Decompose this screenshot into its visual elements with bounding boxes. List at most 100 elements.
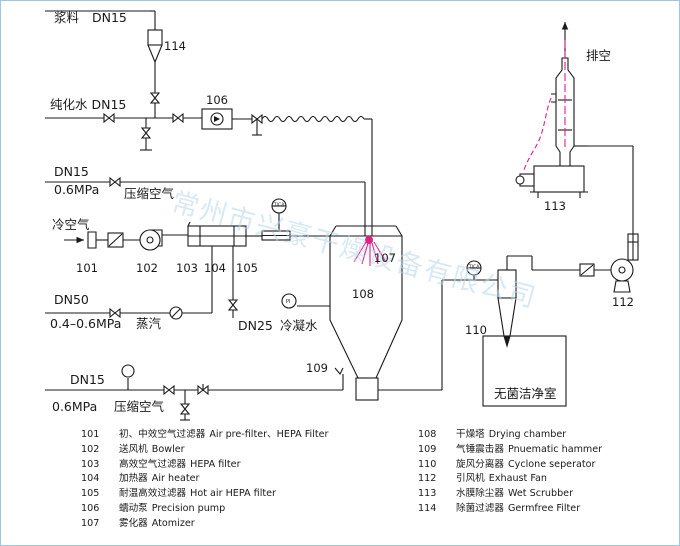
label-clean-room: 无菌洁净室 xyxy=(494,386,557,401)
legend-cn: 水膜除尘器 xyxy=(456,488,504,500)
flex-hose xyxy=(261,115,365,123)
tica-1-text: TICA xyxy=(273,202,285,208)
legend-en: Pnuematic hammer xyxy=(507,443,603,455)
atomizer-107 xyxy=(365,236,373,244)
legend-number: 112 xyxy=(418,473,437,485)
label-mpa-steam: 0.4–0.6MPa xyxy=(50,316,121,331)
tag-112: 112 xyxy=(612,295,634,309)
legend-number: 114 xyxy=(418,502,437,514)
legend-en: Germfree Filter xyxy=(507,502,581,514)
label-dn15-air: DN15 xyxy=(54,164,89,179)
germfree-filter-114 xyxy=(147,29,163,63)
legend-cn: 送风机 xyxy=(119,443,148,455)
tag-102: 102 xyxy=(136,261,158,275)
label-steam: 蒸汽 xyxy=(136,316,162,331)
legend-number: 106 xyxy=(81,502,100,514)
legend-en: Air heater xyxy=(151,473,200,485)
tag-114: 114 xyxy=(164,39,186,53)
legend-en: Hot air HEPA filter xyxy=(190,488,276,500)
legend-en: Cyclone seperator xyxy=(507,458,596,470)
legend-cn: 蠕动泵 xyxy=(119,502,148,514)
legend-en: Bowler xyxy=(151,443,185,455)
pump-inlet-valve xyxy=(172,112,184,124)
legend-cn: 高效空气过滤器 xyxy=(119,458,187,470)
legend-number: 107 xyxy=(81,517,100,529)
drain-valve xyxy=(179,403,191,415)
legend-cn: 初、中效空气过滤器 xyxy=(119,429,206,440)
label-mpa-bottom: 0.6MPa xyxy=(52,399,97,414)
slurry-valve xyxy=(149,92,161,104)
legend-number: 110 xyxy=(418,458,437,470)
drying-chamber-108 xyxy=(329,225,403,401)
label-pure-water: 纯化水 DN15 xyxy=(50,97,126,112)
legend-cn: 耐温高效过滤器 xyxy=(119,488,187,500)
legend-en: Atomizer xyxy=(151,517,195,529)
label-dn15-bottom: DN15 xyxy=(70,372,105,387)
label-slurry: 浆料 xyxy=(54,10,80,25)
label-cold-air: 冷空气 xyxy=(52,217,90,232)
label-compressed-air-1: 压缩空气 xyxy=(124,186,175,201)
hepa-heater-103-104 xyxy=(187,221,247,247)
legend-cn: 引风机 xyxy=(456,473,485,485)
legend-number: 113 xyxy=(418,488,437,500)
legend-cn: 干燥塔 xyxy=(456,429,485,440)
legend-number: 102 xyxy=(81,443,100,455)
steam-valve xyxy=(109,307,121,319)
legend-number: 103 xyxy=(81,458,100,470)
legend-en: Exhaust Fan xyxy=(488,473,547,485)
tica-2-text: TICA xyxy=(468,264,480,270)
water-valve xyxy=(140,127,152,139)
legend-number: 104 xyxy=(81,473,100,485)
air-gauge xyxy=(121,364,135,378)
clean-room xyxy=(482,335,567,407)
exhaust-fan-112 xyxy=(610,146,639,293)
tag-107: 107 xyxy=(374,251,396,265)
tag-108: 108 xyxy=(352,287,374,301)
legend-en: HEPA filter xyxy=(190,458,241,470)
legend-number: 108 xyxy=(418,429,437,440)
tag-101: 101 xyxy=(76,261,98,275)
label-condensate: 冷凝水 xyxy=(280,318,318,333)
legend-cn: 加热器 xyxy=(119,473,148,485)
legend-cn: 气锤震击器 xyxy=(456,443,504,455)
tag-113: 113 xyxy=(544,199,566,213)
legend-number: 101 xyxy=(81,429,100,440)
scrubber-recirc-line xyxy=(523,97,552,171)
legend-en: Air pre-filter、HEPA Filter xyxy=(209,429,329,440)
tag-104: 104 xyxy=(204,261,226,275)
wet-scrubber-113 xyxy=(515,30,588,198)
blower-102 xyxy=(139,229,163,251)
pi-gauge xyxy=(281,293,297,309)
tag-105: 105 xyxy=(236,261,258,275)
water-inlet-valve xyxy=(103,112,115,124)
label-mpa-air: 0.6MPa xyxy=(54,182,99,197)
tag-103: 103 xyxy=(176,261,198,275)
tag-106: 106 xyxy=(206,93,228,107)
legend-en: Precision pump xyxy=(151,502,226,514)
legend-en: Drying chamber xyxy=(488,429,567,440)
pi-text: PI xyxy=(286,299,291,305)
legend-cn: 雾化器 xyxy=(119,517,148,529)
label-exhaust: 排空 xyxy=(586,48,611,63)
label-dn15-top: DN15 xyxy=(92,10,127,25)
legend-en: Wet Scrubber xyxy=(507,488,574,500)
label-dn25: DN25 xyxy=(238,318,273,333)
air-valve-2 xyxy=(163,384,175,396)
atomizer-spray xyxy=(353,241,387,266)
label-compressed-air-2: 压缩空气 xyxy=(114,399,165,414)
label-dn50: DN50 xyxy=(54,292,89,307)
